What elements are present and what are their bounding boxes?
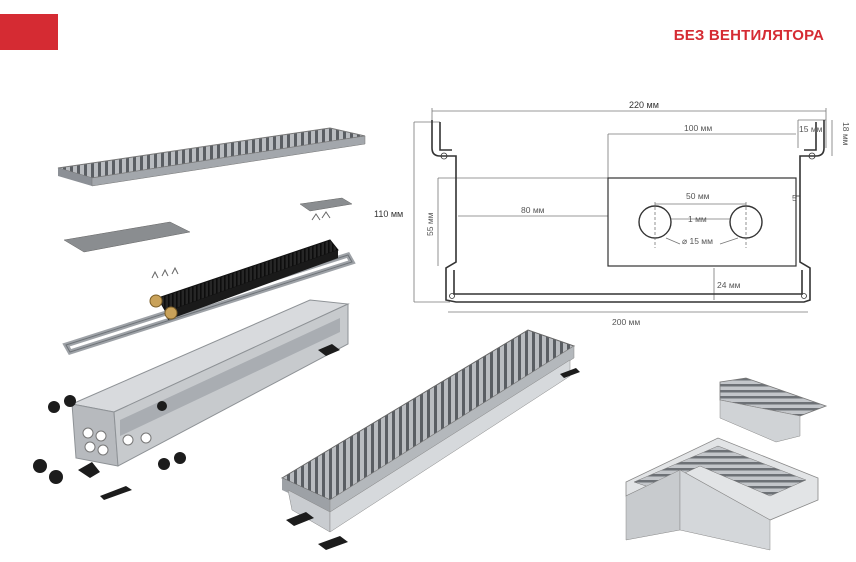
feet — [33, 344, 340, 500]
grille-top — [57, 127, 366, 187]
end-cap-plate-right — [299, 197, 353, 212]
exploded-view — [33, 127, 366, 500]
dim-pipe-gap: 1 мм — [688, 214, 707, 224]
dim-flange: 15 мм — [799, 124, 823, 134]
end-cap-plate-left — [63, 221, 191, 253]
dim-side-mark: 5 — [792, 193, 797, 203]
dim-pipe-spacing: 50 мм — [686, 191, 710, 201]
trough — [70, 299, 350, 467]
heat-exchanger — [149, 239, 339, 320]
dim-bottom-gap: 24 мм — [717, 280, 741, 290]
brand-tab — [0, 14, 58, 50]
dim-base-width: 200 мм — [612, 317, 640, 327]
page-title: БЕЗ ВЕНТИЛЯТОРА — [673, 27, 824, 44]
dim-width-total: 220 мм — [629, 100, 659, 110]
dim-offset-left: 80 мм — [521, 205, 545, 215]
dim-pipe-diameter: ⌀ 15 мм — [682, 236, 713, 246]
dim-height-inner: 55 мм — [425, 212, 435, 236]
technical-drawing — [413, 108, 833, 313]
mounting-clips — [151, 211, 331, 279]
dim-flange-height: 18 мм — [841, 122, 851, 146]
dim-height-total: 110 мм — [374, 209, 403, 219]
dim-width-inner: 100 мм — [684, 123, 712, 133]
assembled-convector — [280, 329, 580, 550]
corner-detail — [625, 377, 828, 551]
